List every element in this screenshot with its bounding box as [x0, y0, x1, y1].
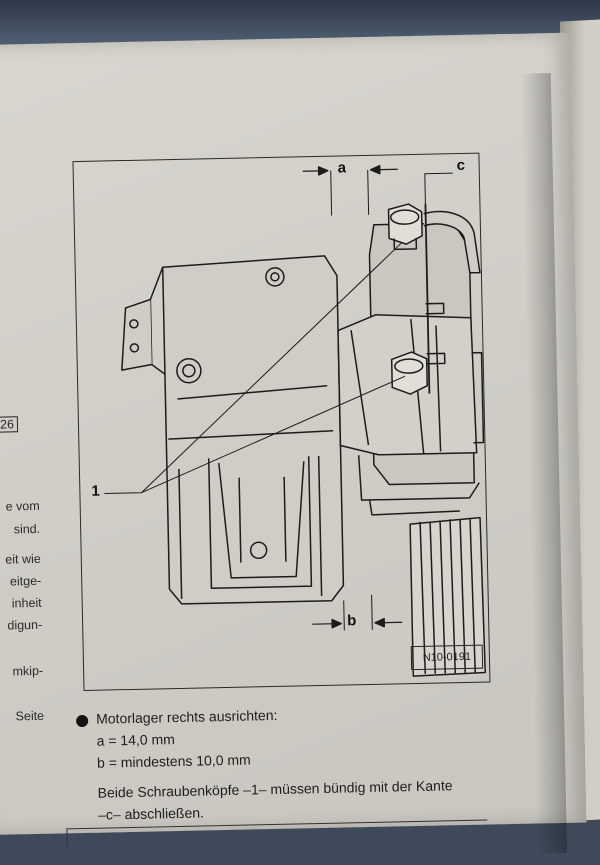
- previous-column: 26 e vom sind. eit wie eitge- inheit dig…: [0, 44, 57, 845]
- margin-text-5: inheit: [11, 595, 42, 611]
- note-line-2: –c– abschließen.: [97, 804, 205, 823]
- figure-number-box: 26: [0, 416, 19, 433]
- dimension-label-a: a: [337, 159, 347, 177]
- manual-page: 26 e vom sind. eit wie eitge- inheit dig…: [0, 32, 587, 854]
- next-figure-frame: [66, 819, 488, 850]
- margin-text-7: mkip-: [12, 663, 44, 679]
- page-spine-shadow: [520, 73, 568, 854]
- instruction-title: Motorlager rechts ausrichten:: [95, 706, 278, 727]
- bolt-label-1: 1: [91, 482, 100, 500]
- spec-a: a = 14,0 mm: [96, 731, 175, 749]
- edge-label-c: c: [456, 156, 466, 175]
- figure-reference: N10-0191: [410, 644, 484, 671]
- bullet-icon: [76, 714, 89, 728]
- note-line-1: Beide Schraubenköpfe –1– müssen bündig m…: [97, 777, 453, 801]
- margin-text-4: eitge-: [9, 573, 42, 589]
- dimension-label-b: b: [346, 612, 357, 630]
- margin-text-2: sind.: [13, 521, 41, 537]
- margin-text-8: Seite: [15, 708, 45, 724]
- margin-text-6: digun-: [7, 617, 43, 633]
- spec-b: b = mindestens 10,0 mm: [96, 751, 251, 771]
- margin-text-3: eit wie: [5, 551, 41, 567]
- engine-mount-diagram: [104, 164, 487, 677]
- margin-text-1: e vom: [5, 498, 40, 514]
